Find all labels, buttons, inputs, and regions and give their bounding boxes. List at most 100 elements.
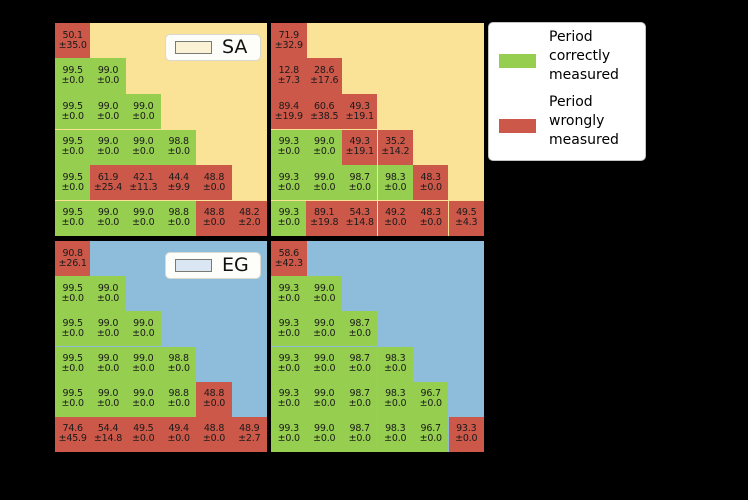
cell-error: ±0.0 [455, 433, 478, 445]
heatmap-cell: 98.8±0.0 [161, 346, 197, 382]
cell-value: 98.7 [349, 171, 371, 183]
heatmap-cell: 99.0±0.0 [306, 164, 342, 201]
cell-value: 48.8 [203, 388, 225, 400]
cell-value: 98.7 [349, 388, 371, 400]
cell-error: ±14.8 [93, 433, 123, 445]
cell-error: ±0.0 [132, 327, 155, 339]
cell-value: 99.5 [62, 136, 83, 148]
cell-value: 48.9 [239, 423, 260, 435]
cell-value: 99.0 [314, 353, 335, 365]
heatmap-cell: 99.0±0.0 [125, 346, 161, 382]
cell-value: 99.5 [62, 100, 83, 112]
cell-error: ±0.0 [96, 110, 120, 122]
cell-value: 99.0 [97, 353, 119, 365]
heatmap-cell: 93.3±0.0 [448, 416, 484, 452]
cell-error: ±0.0 [313, 146, 336, 158]
cell-error: ±42.3 [274, 257, 303, 269]
cell-error: ±0.0 [277, 398, 300, 410]
heatmap-cell: 99.3±0.0 [271, 200, 307, 236]
cell-value: 99.0 [133, 317, 154, 329]
heatmap-cell: 98.3±0.0 [377, 381, 413, 417]
cell-value: 74.6 [62, 423, 83, 435]
cell-value: 99.0 [133, 100, 154, 112]
cell-error: ±0.0 [348, 363, 371, 375]
heatmap-cell: 49.3±19.1 [341, 129, 378, 165]
heatmap-cell: 99.0±0.0 [306, 381, 342, 417]
cell-error: ±14.2 [381, 146, 410, 158]
cell-value: 98.3 [385, 423, 406, 435]
cell-error: ±0.0 [132, 398, 155, 410]
cell-error: ±0.0 [277, 181, 300, 193]
cell-value: 50.1 [62, 29, 83, 41]
eg-inset-label: EG [222, 254, 249, 276]
heatmap-cell: 71.9±32.9 [271, 23, 307, 59]
heatmap-cell: 99.5±0.0 [55, 381, 91, 417]
legend-wrong-swatch-icon [499, 119, 536, 133]
heatmap-cell: 48.9±2.7 [231, 416, 267, 452]
cell-value: 99.3 [278, 171, 300, 183]
heatmap-cell: 98.7±0.0 [341, 164, 378, 201]
heatmap-cell: 99.0±0.0 [125, 93, 161, 130]
cell-value: 99.5 [62, 317, 83, 329]
cell-error: ±0.0 [96, 292, 120, 304]
heatmap-cell: 99.0±0.0 [125, 311, 161, 347]
cell-error: ±0.0 [61, 75, 84, 87]
cell-value: 48.2 [239, 207, 260, 219]
cell-error: ±4.3 [455, 217, 478, 229]
heatmap-cell: 99.0±0.0 [90, 200, 126, 236]
cell-error: ±35.0 [58, 39, 87, 51]
heatmap-cell: 60.6±38.5 [306, 93, 342, 130]
cell-value: 48.8 [203, 207, 225, 219]
cell-value: 99.0 [97, 317, 119, 329]
cell-error: ±0.0 [61, 398, 84, 410]
cell-error: ±0.0 [167, 217, 190, 229]
cell-value: 99.3 [278, 423, 300, 435]
cell-value: 49.3 [349, 136, 371, 148]
cell-error: ±0.0 [96, 327, 120, 339]
cell-value: 93.3 [456, 423, 477, 435]
heatmap-cell: 49.2±0.0 [377, 200, 413, 236]
cell-error: ±7.3 [277, 75, 300, 87]
cell-value: 49.4 [168, 423, 189, 435]
heatmap-cell: 98.7±0.0 [341, 311, 378, 347]
cell-error: ±0.0 [313, 398, 336, 410]
cell-value: 99.0 [133, 388, 154, 400]
cell-error: ±0.0 [61, 363, 84, 375]
heatmap-cell: 98.8±0.0 [161, 200, 197, 236]
cell-value: 99.0 [97, 388, 119, 400]
cell-error: ±0.0 [61, 327, 84, 339]
cell-value: 12.8 [278, 65, 300, 77]
cell-value: 99.3 [278, 388, 300, 400]
heatmap-cell: 99.0±0.0 [90, 129, 126, 165]
cell-value: 49.5 [456, 207, 477, 219]
cell-error: ±0.0 [277, 217, 300, 229]
heatmap-cell: 99.0±0.0 [125, 129, 161, 165]
cell-error: ±0.0 [384, 217, 407, 229]
cell-value: 99.0 [97, 282, 119, 294]
heatmap-cell: 54.4±14.8 [90, 416, 126, 452]
cell-error: ±0.0 [202, 398, 226, 410]
heatmap-cell: 48.3±0.0 [412, 164, 449, 201]
cell-value: 89.4 [278, 100, 300, 112]
heatmap-cell: 99.0±0.0 [306, 311, 342, 347]
heatmap-cell: 98.3±0.0 [377, 416, 413, 452]
cell-value: 99.3 [278, 317, 300, 329]
cell-value: 42.1 [133, 171, 154, 183]
cell-value: 99.0 [314, 423, 335, 435]
heatmap-cell: 99.0±0.0 [125, 381, 161, 417]
cell-error: ±0.0 [313, 433, 336, 445]
heatmap-cell: 99.5±0.0 [55, 129, 91, 165]
heatmap-cell: 48.8±0.0 [196, 164, 232, 201]
heatmap-cell: 98.8±0.0 [161, 129, 197, 165]
cell-error: ±0.0 [167, 398, 190, 410]
cell-value: 98.3 [385, 353, 406, 365]
cell-value: 99.0 [97, 100, 119, 112]
cell-error: ±25.4 [93, 181, 123, 193]
cell-value: 98.8 [168, 353, 189, 365]
cell-value: 28.6 [314, 65, 335, 77]
cell-error: ±0.0 [132, 217, 155, 229]
cell-error: ±0.0 [384, 181, 407, 193]
cell-value: 98.8 [168, 136, 189, 148]
cell-error: ±0.0 [132, 433, 155, 445]
